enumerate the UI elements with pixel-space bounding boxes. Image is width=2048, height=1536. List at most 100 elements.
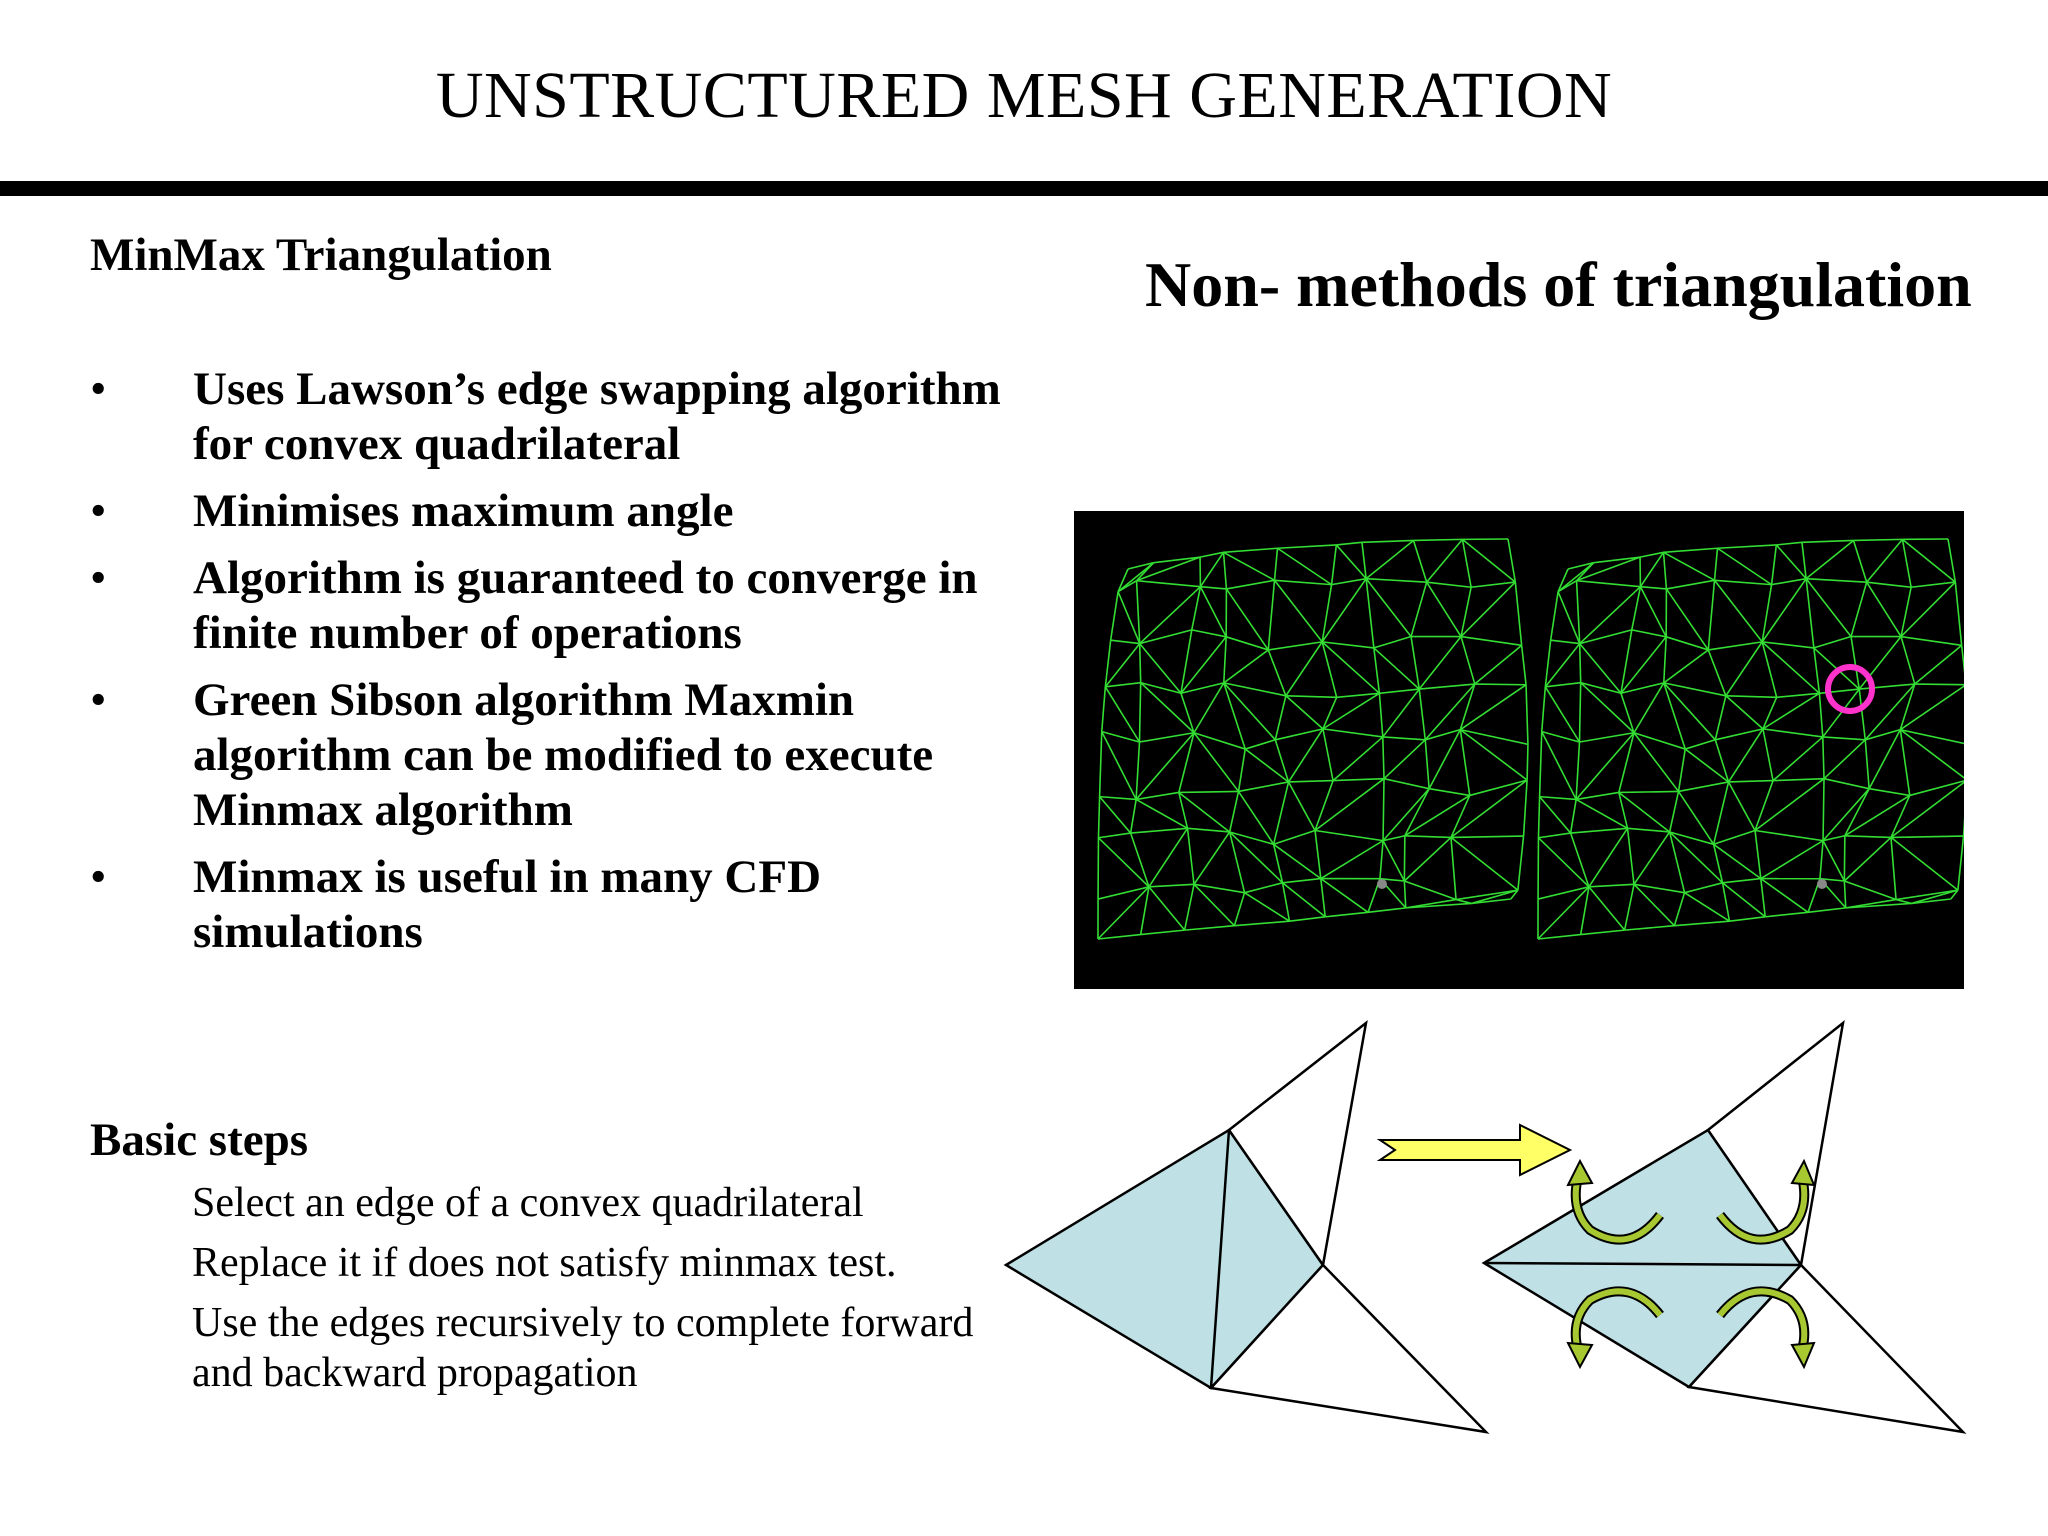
mesh-edge bbox=[1187, 827, 1230, 833]
mesh-edge bbox=[1662, 552, 1668, 589]
mesh-edge bbox=[1822, 840, 1846, 882]
mesh-edge bbox=[1819, 877, 1845, 882]
mesh-edge bbox=[1104, 640, 1112, 687]
mesh-edge bbox=[1428, 729, 1462, 790]
bullet-dot: • bbox=[90, 485, 107, 537]
mesh-edge bbox=[1895, 898, 1912, 905]
mesh-edge bbox=[1760, 877, 1809, 913]
quad-before bbox=[1003, 1020, 1490, 1434]
mesh-edge bbox=[1588, 883, 1635, 888]
mesh-edge bbox=[1677, 790, 1715, 845]
mesh-edge bbox=[1382, 778, 1385, 841]
mesh-edge bbox=[1361, 542, 1367, 579]
mesh-edge bbox=[1771, 577, 1807, 586]
mesh-edge bbox=[1580, 929, 1625, 936]
mesh-edge bbox=[1900, 587, 1912, 637]
mesh-edge bbox=[1199, 551, 1224, 558]
mesh-edge bbox=[1579, 643, 1622, 694]
mesh-edge bbox=[1285, 641, 1323, 697]
mesh-edge bbox=[1138, 682, 1142, 743]
mesh-edge bbox=[1365, 539, 1414, 580]
mesh-edge bbox=[1813, 635, 1852, 649]
mesh-edge bbox=[1818, 693, 1824, 737]
bullet-dot: • bbox=[90, 674, 107, 726]
mesh-edge bbox=[1382, 736, 1426, 741]
mesh-edge bbox=[1117, 568, 1129, 593]
mesh-edge bbox=[1557, 579, 1577, 593]
mesh-edge bbox=[1663, 682, 1686, 750]
mesh-edge bbox=[1911, 889, 1959, 905]
mesh-edge bbox=[1669, 831, 1724, 884]
mesh-edge bbox=[1136, 556, 1201, 582]
mesh-edge bbox=[1379, 877, 1405, 882]
bullet-list: •Uses Lawson’s edge swapping algorithm f… bbox=[90, 362, 1030, 972]
mesh-edge bbox=[1899, 684, 1967, 731]
mesh-edge bbox=[1663, 551, 1715, 581]
mesh-edge bbox=[1662, 636, 1667, 683]
mesh-edge bbox=[1178, 792, 1189, 829]
mesh-edge bbox=[1098, 796, 1132, 834]
mesh-edge bbox=[1624, 924, 1675, 931]
mesh-edge bbox=[1229, 831, 1274, 846]
mesh-edge bbox=[1100, 686, 1107, 732]
mesh-edge bbox=[1762, 692, 1820, 730]
mesh-edge bbox=[1244, 882, 1283, 894]
mesh-edge bbox=[1712, 844, 1724, 883]
mesh-edge bbox=[1193, 732, 1246, 750]
mesh-edge bbox=[1899, 683, 1916, 730]
bullet-dot: • bbox=[90, 363, 107, 415]
mesh-edge bbox=[1404, 794, 1471, 837]
mesh-edge bbox=[1129, 799, 1137, 834]
mesh-edge bbox=[1287, 781, 1316, 831]
mesh-edge bbox=[1537, 837, 1590, 888]
mesh-edge bbox=[1275, 728, 1324, 741]
mesh-edge bbox=[1539, 795, 1577, 801]
mesh-edge bbox=[1864, 683, 1916, 741]
mesh-edge bbox=[1620, 636, 1667, 694]
mesh-edge bbox=[1762, 728, 1823, 738]
mesh-edge bbox=[1618, 790, 1679, 794]
mesh-edge bbox=[1193, 883, 1235, 927]
step-item: Use the edges recursively to complete fo… bbox=[192, 1300, 974, 1396]
mesh-edge bbox=[1321, 578, 1367, 643]
mesh-edge bbox=[1199, 551, 1225, 588]
mesh-edge bbox=[1761, 641, 1778, 698]
mesh-edge bbox=[1135, 562, 1155, 582]
mesh-edge bbox=[1684, 739, 1716, 750]
mesh-edge bbox=[1097, 886, 1150, 900]
mesh-edge bbox=[1631, 629, 1667, 638]
mesh-edge bbox=[1569, 799, 1577, 834]
mesh-edge bbox=[1668, 831, 1686, 893]
mesh-edge bbox=[1418, 689, 1427, 740]
bullet-text: Minimises maximum angle bbox=[193, 485, 734, 537]
mesh-edge bbox=[1541, 730, 1580, 743]
mesh-edge bbox=[1460, 728, 1529, 746]
mesh-edge bbox=[1620, 629, 1633, 694]
mesh-edge bbox=[1410, 636, 1421, 690]
mesh-edge bbox=[1575, 732, 1635, 800]
mesh-edge bbox=[1538, 796, 1572, 834]
mesh-edge bbox=[1361, 539, 1414, 544]
mesh-edge bbox=[1775, 544, 1807, 580]
mesh-edge bbox=[1471, 898, 1511, 905]
mesh-edge bbox=[1419, 683, 1475, 690]
mesh-edge bbox=[1639, 551, 1664, 558]
mesh-edge bbox=[1538, 832, 1571, 839]
mesh-edge bbox=[1193, 682, 1225, 734]
steps-list: Select an edge of a convex quadrilateral… bbox=[192, 1178, 992, 1408]
mesh-edge bbox=[1228, 831, 1246, 893]
mesh-edge bbox=[1424, 683, 1476, 741]
title-divider bbox=[0, 181, 2048, 196]
mesh-edge bbox=[1853, 538, 1903, 542]
mesh-edge bbox=[1450, 837, 1457, 900]
mesh-edge bbox=[1321, 641, 1338, 698]
mesh-edge bbox=[1725, 641, 1763, 697]
mesh-edge bbox=[1148, 886, 1186, 931]
mesh-edge bbox=[1822, 736, 1866, 741]
mesh-edge bbox=[1665, 588, 1709, 651]
mesh-edge bbox=[1954, 582, 1963, 646]
mesh-edge bbox=[1244, 748, 1290, 783]
mesh-edge bbox=[1900, 728, 1969, 746]
mesh-edge bbox=[1579, 886, 1590, 935]
mesh-edge bbox=[1620, 692, 1635, 734]
